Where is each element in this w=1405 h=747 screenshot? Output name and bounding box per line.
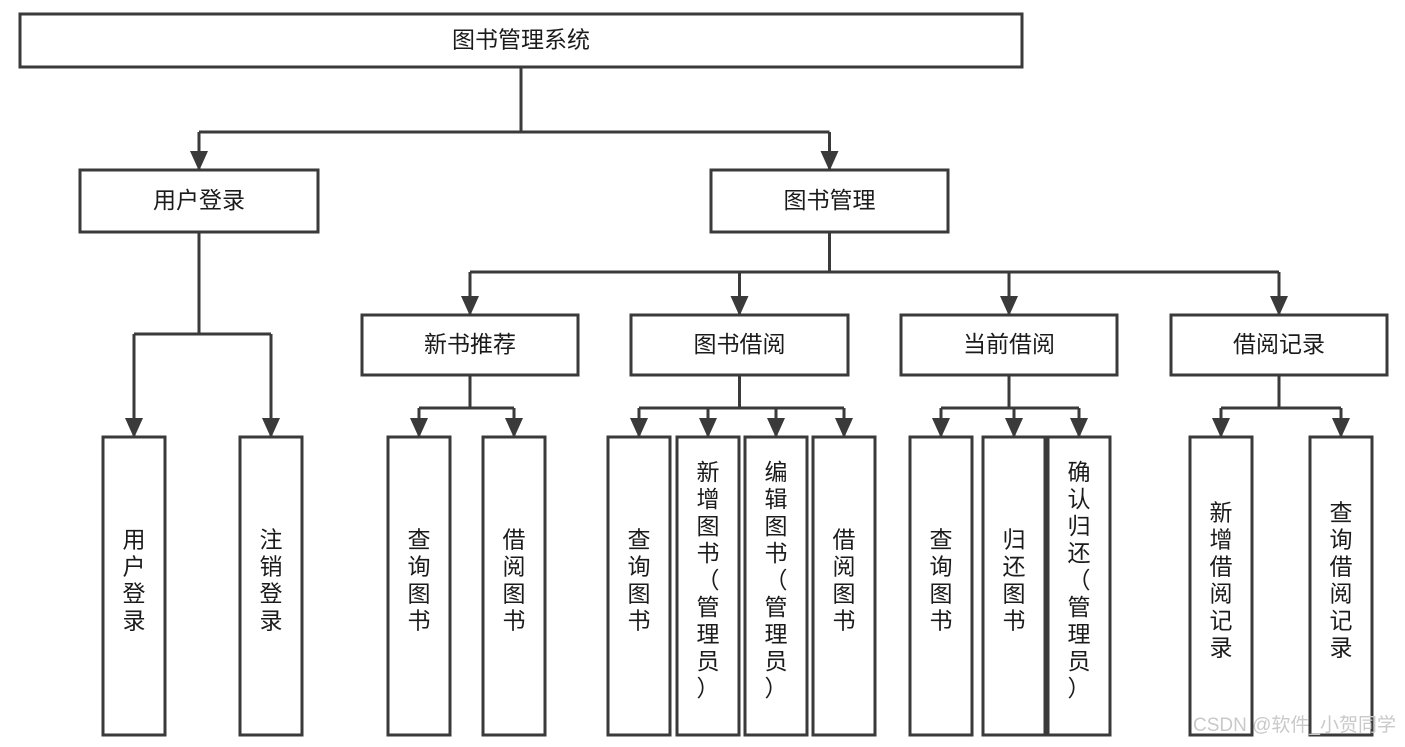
leaf-node-11[interactable]: 新增借阅记录 [1188,435,1254,737]
leaf-node-12[interactable]: 查询借阅记录 [1308,435,1374,737]
leaf-node-label: 借阅图书 [833,527,856,634]
arrow-head-icon [1070,418,1088,438]
level3-node-label: 图书借阅 [694,331,786,357]
arrow-head-icon [730,296,749,316]
level2-node-1[interactable]: 图书管理 [709,168,950,234]
leaf-node-0[interactable]: 用户登录 [101,435,167,737]
root-node-0[interactable]: 图书管理系统 [18,12,1024,69]
arrow-head-icon [835,418,853,438]
level2-node-label: 用户登录 [153,187,245,213]
level3-node-3[interactable]: 借阅记录 [1169,313,1389,377]
level3-node-0[interactable]: 新书推荐 [360,313,580,377]
leaf-node-box[interactable] [101,435,167,737]
leaf-node-box[interactable] [1188,435,1254,737]
level3-node-label: 新书推荐 [424,331,516,357]
leaf-node-2[interactable]: 查询图书 [386,435,452,737]
level3-node-label: 借阅记录 [1233,331,1325,357]
leaf-node-label: 编辑图书（管理员） [765,459,788,701]
leaf-node-label: 查询图书 [628,527,651,634]
arrow-head-icon [630,418,648,438]
arrow-head-icon [1212,418,1230,438]
node-boxes-layer: 图书管理系统用户登录图书管理新书推荐图书借阅当前借阅借阅记录用户登录注销登录查询… [18,12,1389,737]
arrow-head-icon [1332,418,1350,438]
leaf-node-box[interactable] [675,435,741,737]
level3-node-box[interactable] [1169,313,1389,377]
leaf-node-8[interactable]: 查询图书 [908,435,974,737]
level2-node-box[interactable] [78,168,320,234]
leaf-node-box[interactable] [981,435,1047,737]
arrow-head-icon [461,296,479,316]
leaf-node-box[interactable] [743,435,809,737]
level3-node-2[interactable]: 当前借阅 [899,313,1119,377]
leaf-node-4[interactable]: 查询图书 [606,435,672,737]
arrow-head-icon [190,151,208,171]
leaf-node-3[interactable]: 借阅图书 [481,435,547,737]
leaf-node-label: 注销登录 [260,527,283,634]
leaf-node-9[interactable]: 归还图书 [981,435,1047,737]
arrow-head-icon [262,418,280,438]
watermark-label: CSDN @软件_小贺同学 [1193,714,1396,736]
leaf-node-label: 用户登录 [123,527,146,634]
leaf-node-6[interactable]: 编辑图书（管理员） [743,435,809,737]
level2-node-label: 图书管理 [784,187,876,213]
leaf-node-5[interactable]: 新增图书（管理员） [675,435,741,737]
leaf-node-box[interactable] [811,435,877,737]
arrow-head-icon [932,418,950,438]
leaf-node-label: 新增图书（管理员） [697,459,720,701]
level3-node-1[interactable]: 图书借阅 [629,313,850,377]
level3-node-label: 当前借阅 [963,331,1055,357]
root-node-label: 图书管理系统 [452,27,590,53]
leaf-node-label: 借阅图书 [503,527,526,634]
leaf-node-10[interactable]: 确认归还（管理员） [1046,435,1112,737]
arrow-head-icon [125,418,143,438]
leaf-node-7[interactable]: 借阅图书 [811,435,877,737]
level2-node-box[interactable] [709,168,950,234]
leaf-node-box[interactable] [481,435,547,737]
leaf-node-label: 查询借阅记录 [1330,500,1353,661]
leaf-node-label: 查询图书 [408,527,431,634]
level3-node-box[interactable] [360,313,580,377]
leaf-node-box[interactable] [606,435,672,737]
arrow-head-icon [505,418,523,438]
arrow-head-icon [767,418,785,438]
leaf-node-box[interactable] [908,435,974,737]
arrow-head-icon [1000,296,1018,316]
arrow-head-icon [820,151,839,171]
connector-edges-layer [125,67,1350,438]
leaf-node-label: 确认归还（管理员） [1068,459,1091,701]
leaf-node-box[interactable] [1308,435,1374,737]
level2-node-0[interactable]: 用户登录 [78,168,320,234]
level3-node-box[interactable] [899,313,1119,377]
arrow-head-icon [1005,418,1023,438]
leaf-node-label: 查询图书 [930,527,953,634]
arrow-head-icon [410,418,428,438]
arrow-head-icon [699,418,717,438]
leaf-node-box[interactable] [1046,435,1112,737]
level3-node-box[interactable] [629,313,850,377]
root-node-box[interactable] [18,12,1024,69]
leaf-node-label: 新增借阅记录 [1210,500,1233,661]
leaf-node-1[interactable]: 注销登录 [238,435,304,737]
leaf-node-label: 归还图书 [1003,527,1026,634]
leaf-node-box[interactable] [238,435,304,737]
leaf-node-box[interactable] [386,435,452,737]
arrow-head-icon [1270,296,1288,316]
